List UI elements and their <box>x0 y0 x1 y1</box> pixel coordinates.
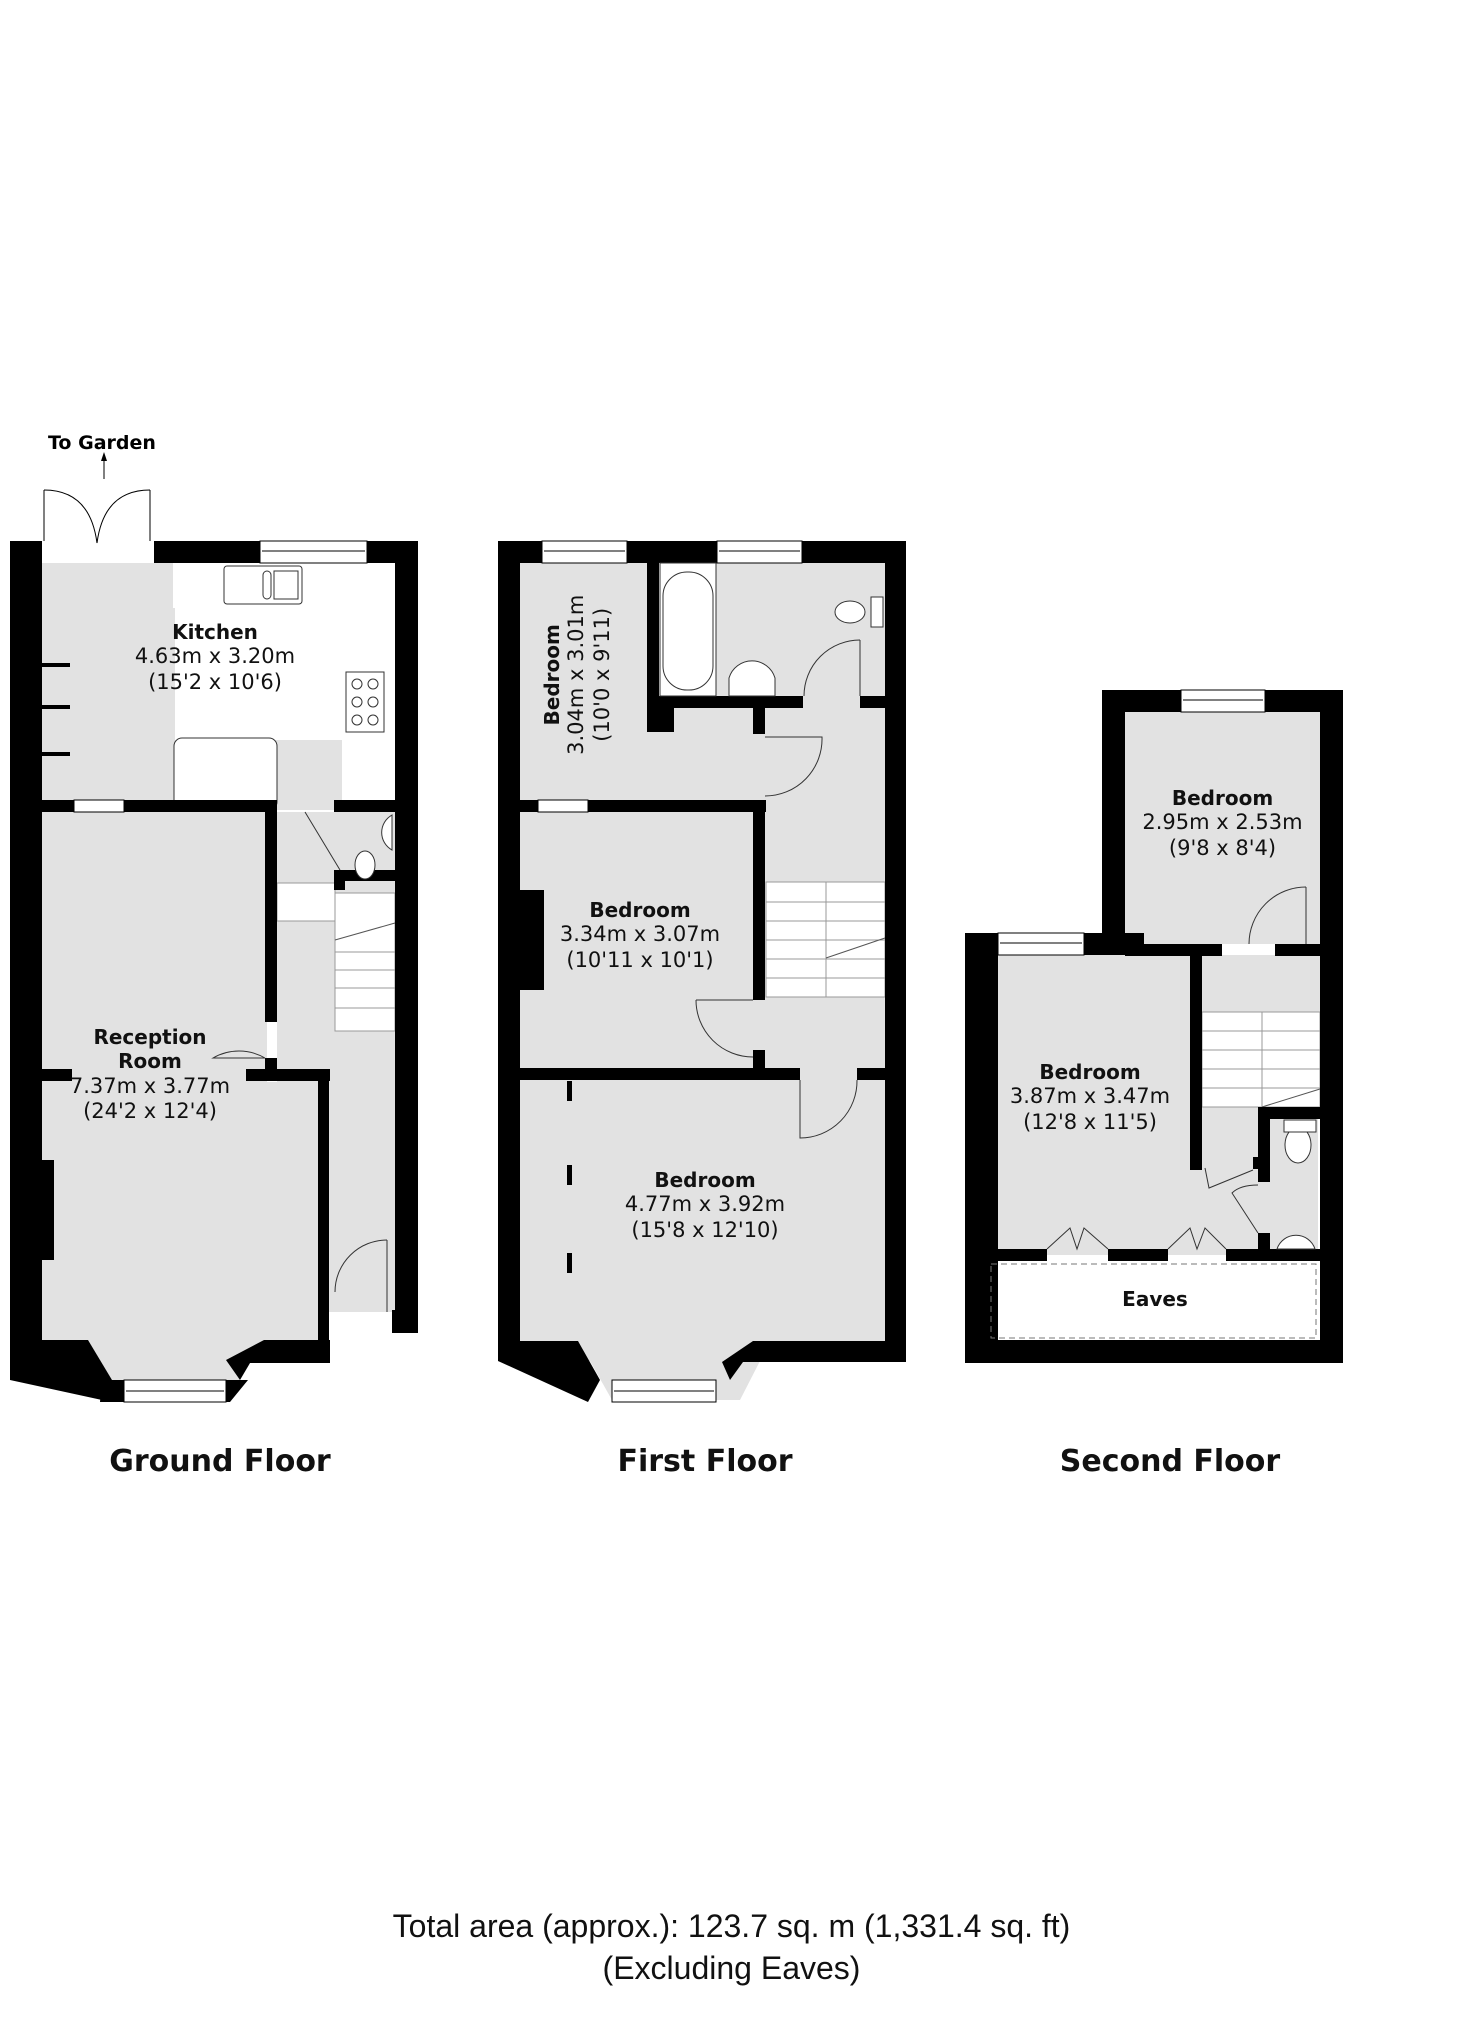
room-dimensions-metric: 7.37m x 3.77m <box>69 1073 231 1098</box>
room-name-line1: Reception <box>93 1025 207 1049</box>
room-dimensions-metric: 2.95m x 2.53m <box>1142 810 1303 835</box>
floor-title-ground: Ground Floor <box>109 1444 331 1479</box>
room-name: Bedroom <box>1039 1060 1141 1084</box>
room-name-line2: Room <box>118 1049 182 1074</box>
room-name: Kitchen <box>172 620 258 644</box>
room-dimensions-imperial: (9'8 x 8'4) <box>1168 836 1277 860</box>
room-dimensions-imperial: (12'8 x 11'5) <box>1023 1110 1157 1134</box>
room-name: Bedroom <box>1171 786 1274 810</box>
floor-title-second: Second Floor <box>1059 1444 1281 1479</box>
room-name: Eaves <box>1122 1287 1188 1311</box>
second-floor-plan <box>965 689 1343 1363</box>
room-name: Bedroom <box>654 1168 756 1192</box>
excluding-eaves-note: (Excluding Eaves) <box>602 1950 861 1986</box>
room-label-second-floor-bedroom-front: Bedroom 3.87m x 3.47m (12'8 x 11'5) <box>980 1060 1200 1136</box>
room-label-first-floor-bedroom-front: Bedroom 4.77m x 3.92m (15'8 x 12'10) <box>590 1168 820 1244</box>
room-dimensions-imperial: (15'8 x 12'10) <box>631 1218 779 1242</box>
room-dimensions-metric: 4.77m x 3.92m <box>624 1192 786 1217</box>
room-label-second-floor-bedroom-rear: Bedroom 2.95m x 2.53m (9'8 x 8'4) <box>1115 786 1330 862</box>
room-dimensions-imperial: (15'2 x 10'6) <box>148 670 282 694</box>
room-dimensions-imperial: (24'2 x 12'4) <box>83 1099 217 1124</box>
room-dimensions-imperial: (10'0 x 9'11) <box>590 607 615 742</box>
room-label-kitchen: Kitchen 4.63m x 3.20m (15'2 x 10'6) <box>95 620 335 696</box>
room-label-first-floor-bedroom-rear: Bedroom 3.04m x 3.01m (10'0 x 9'11) <box>540 575 616 775</box>
room-dimensions-metric: 3.87m x 3.47m <box>1009 1084 1171 1109</box>
room-label-first-floor-bedroom-middle: Bedroom 3.34m x 3.07m (10'11 x 10'1) <box>530 898 750 974</box>
ground-floor-plan <box>10 452 418 1403</box>
room-label-reception-room: Reception Room 7.37m x 3.77m (24'2 x 12'… <box>30 1025 270 1125</box>
room-dimensions-metric: 3.04m x 3.01m <box>564 594 589 755</box>
room-dimensions-metric: 3.34m x 3.07m <box>559 922 721 947</box>
room-dimensions-metric: 4.63m x 3.20m <box>134 644 296 669</box>
first-floor-plan <box>498 540 906 1403</box>
room-name: Bedroom <box>589 898 691 922</box>
to-garden-label: To Garden <box>48 432 156 454</box>
room-name: Bedroom <box>540 624 565 726</box>
total-area-text: Total area (approx.): 123.7 sq. m (1,331… <box>392 1908 1071 1944</box>
floor-title-first: First Floor <box>617 1444 793 1479</box>
room-dimensions-imperial: (10'11 x 10'1) <box>566 948 714 972</box>
room-label-eaves: Eaves <box>1050 1287 1260 1311</box>
